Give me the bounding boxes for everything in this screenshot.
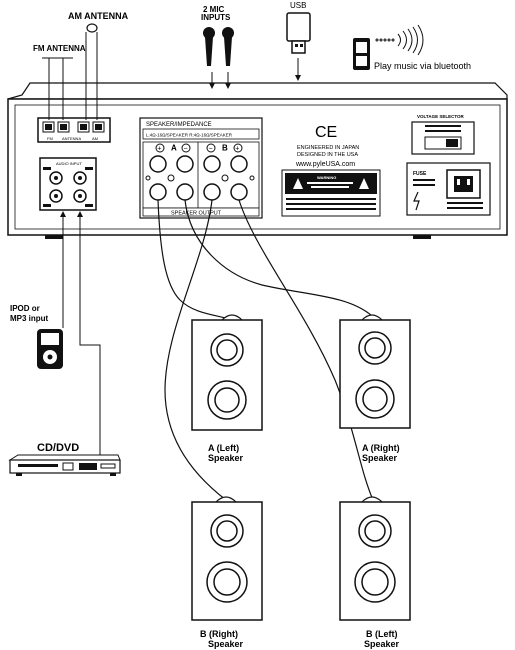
microphone-icon — [222, 27, 234, 66]
ipod-label-line2: MP3 input — [10, 314, 49, 323]
ce-mark: CE — [315, 124, 337, 141]
warning-panel: WARNING — [281, 169, 381, 217]
engineered-text: ENGINEERED IN JAPAN — [297, 145, 359, 151]
cddvd-label: CD/DVD — [37, 442, 79, 454]
audio-input-label: AUDIO INPUT — [56, 161, 82, 166]
ipod-label-line1: IPOD or — [10, 304, 40, 313]
power-panel: FUSE — [406, 162, 491, 216]
amplifier-foot-right — [413, 235, 431, 239]
speaker-output-panel: SPEAKER/IMPEDANCE L:4Ω-16Ω/SPEAKER R:4Ω-… — [139, 117, 263, 219]
channel-a-plus-sign: + — [157, 146, 161, 153]
speaker-b-right: B (Right) Speaker — [191, 496, 263, 649]
certification-area: CE ENGINEERED IN JAPAN DESIGNED IN THE U… — [295, 124, 359, 168]
impedance-detail-label: L:4Ω-16Ω/SPEAKER R:4Ω-16Ω/SPEAKER — [146, 133, 233, 138]
voltage-selector-label: VOLTAGE SELECTOR — [417, 114, 465, 119]
cd-dvd-player-icon — [8, 454, 121, 476]
channel-b-plus-sign: + — [235, 146, 239, 153]
speaker-b-right-label-line2: Speaker — [208, 639, 244, 649]
mobile-phone-icon — [353, 38, 370, 70]
am-antenna-label: AM ANTENNA — [68, 11, 129, 21]
speaker-a-left-label-line1: A (Left) — [208, 443, 239, 453]
usb-drive-icon — [286, 12, 311, 54]
warning-triangle-icon — [359, 178, 369, 189]
speaker-b-left-label-line1: B (Left) — [366, 629, 398, 639]
speaker-impedance-label: SPEAKER/IMPEDANCE — [146, 122, 212, 128]
voltage-selector: VOLTAGE SELECTOR — [411, 114, 475, 155]
speaker-a-right-label-line2: Speaker — [362, 453, 398, 463]
channel-a-minus-sign: − — [184, 146, 188, 153]
mic-inputs: 2 MIC INPUTS — [201, 5, 234, 89]
amplifier-foot-left — [45, 235, 63, 239]
website-url: www.pyleUSA.com — [295, 161, 355, 168]
wireless-signal-icon — [375, 24, 424, 56]
lightning-icon — [413, 191, 420, 211]
voltage-switch — [446, 139, 458, 147]
usb-label: USB — [290, 1, 306, 10]
speaker-b-left: B (Left) Speaker — [339, 496, 411, 649]
speaker-cables — [157, 199, 374, 501]
channel-b-minus-sign: − — [209, 146, 213, 153]
fm-antenna: FM ANTENNA — [33, 44, 86, 120]
mic-inputs-label-line1: 2 MIC — [203, 5, 225, 14]
cddvd-source: CD/DVD — [8, 211, 121, 476]
usb-input: USB — [286, 1, 311, 81]
designed-text: DESIGNED IN THE USA — [297, 152, 358, 158]
warning-label: WARNING — [317, 175, 336, 180]
fm-antenna-label: FM ANTENNA — [33, 44, 86, 53]
antenna-fm-label: FM — [47, 136, 53, 141]
speaker-a-right-label-line1: A (Right) — [362, 443, 400, 453]
speaker-a-left: A (Left) Speaker — [191, 314, 263, 463]
mic-inputs-label-line2: INPUTS — [201, 13, 231, 22]
microphone-icon — [203, 27, 215, 66]
bluetooth-source: Play music via bluetooth — [353, 24, 471, 71]
speaker-output-label: SPEAKER OUTPUT — [171, 211, 222, 217]
audio-input-block: AUDIO INPUT — [39, 157, 97, 211]
ipod-source: IPOD or MP3 input — [10, 211, 66, 369]
speaker-b-right-label-line1: B (Right) — [200, 629, 238, 639]
channel-a-label: A — [171, 144, 177, 153]
mp3-player-icon — [37, 329, 63, 369]
am-antenna: AM ANTENNA — [68, 11, 129, 120]
fuse-label: FUSE — [413, 171, 427, 177]
antenna-terminal-block: FM ANTENNA AM — [37, 117, 111, 143]
bluetooth-label: Play music via bluetooth — [374, 61, 471, 71]
warning-triangle-icon — [293, 178, 303, 189]
channel-b-label: B — [222, 144, 228, 153]
am-loop-antenna-icon — [86, 23, 98, 33]
speaker-a-right: A (Right) Speaker — [339, 314, 411, 463]
antenna-word-label: ANTENNA — [62, 136, 81, 141]
speaker-a-left-label-line2: Speaker — [208, 453, 244, 463]
speaker-binding-posts — [145, 155, 255, 201]
speaker-b-left-label-line2: Speaker — [364, 639, 400, 649]
antenna-am-label: AM — [92, 136, 98, 141]
